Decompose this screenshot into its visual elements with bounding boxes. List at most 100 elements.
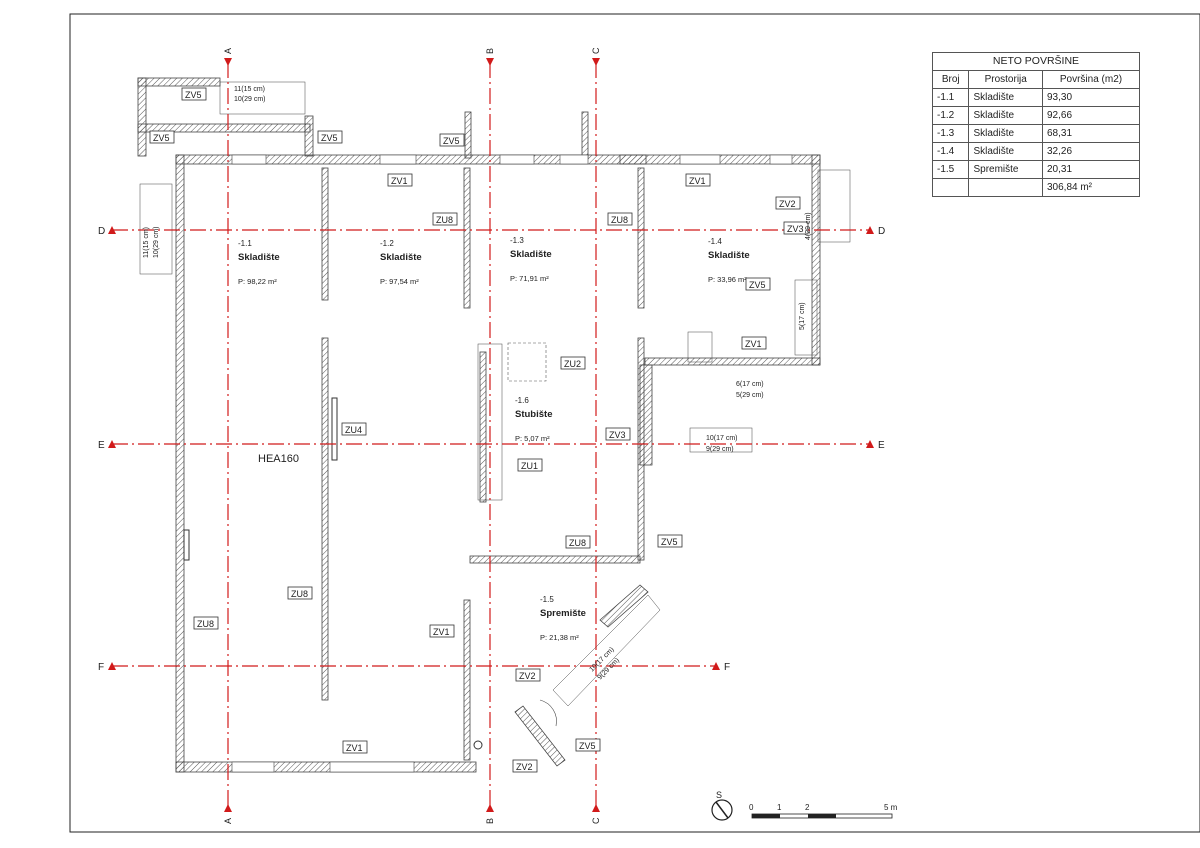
axis-label-a-bottom: A [223,818,233,824]
axis-label-a-top: A [223,48,233,54]
north-arrow: S [711,790,733,821]
tag-label: ZU2 [564,359,581,369]
axis-label-c-bottom: C [591,817,601,824]
axis-marker [866,440,874,448]
axis-label-e-left: E [98,440,105,451]
room-number: -1.3 [510,236,524,245]
tag-label: ZU8 [611,215,628,225]
stair-note: 11(15 cm) [143,227,150,258]
axis-marker [108,662,116,670]
tag-label: ZV5 [661,537,678,547]
windows [231,154,793,773]
tag-label: ZV1 [391,176,408,186]
tag-label: ZU8 [436,215,453,225]
wall-storage-top [469,555,641,564]
room-area: P: 71,91 m² [510,274,549,283]
axis-marker [224,58,232,66]
room-area: P: 5,07 m² [515,434,550,443]
scale-tick-1: 1 [777,803,782,812]
tag-label: ZV2 [516,762,533,772]
tag-zv3: ZV3 [605,427,631,441]
stair-small [687,331,713,363]
scale-tick-5: 5 m [884,803,898,812]
tag-zu4: ZU4 [341,422,367,436]
tag-label: ZU8 [569,538,586,548]
table-row: -1.3 Skladište 68,31 [931,124,1141,143]
wall-annex-left [137,77,147,157]
stair-note: 10(29 cm) [234,96,266,103]
table-row: -1.1 Skladište 93,30 [931,88,1141,107]
room-name: Stubište [515,409,552,420]
tag-zu8: ZU8 [565,535,591,549]
tag-label: ZV5 [579,741,596,751]
room-number: -1.1 [238,239,252,248]
stair-right-top [817,169,851,243]
axis-label-b-top: B [485,48,495,54]
stair-note: 4(29 cm) [805,212,812,240]
stair-west [139,183,173,275]
wall-annex-top [137,77,221,87]
table-header-prostorija: Prostorija [968,70,1043,89]
room-area: P: 33,96 m² [708,275,747,284]
room-name: Skladište [238,252,280,263]
room-name: Skladište [510,249,552,260]
sheet-border [69,13,1200,833]
wall-bottom-14 [644,357,821,366]
axis-marker [108,440,116,448]
table-title: NETO POVRŠINE [932,52,1140,71]
table-header-povrsina: Površina (m2) [1041,70,1141,89]
shaft-zu2 [507,342,547,382]
room-number: -1.5 [540,595,554,604]
tag-label: ZV5 [443,136,460,146]
tag-zv1: ZV1 [741,336,767,350]
beam-label: HEA160 [258,453,299,465]
table-header-broj: Broj [931,70,970,89]
wall-partition-14 [637,167,645,309]
tag-zv3: ZV3 [783,221,809,235]
axis-label-c-top: C [591,47,601,54]
wall-partition-12 [321,167,329,301]
wall-partition-12b [321,337,329,701]
tag-label: ZU8 [197,619,214,629]
axis-label-d-left: D [98,226,105,237]
net-area-table: NETO POVRŠINE Broj Prostorija Površina (… [931,52,1141,197]
table-row: -1.5 Spremište 20,31 [931,160,1141,179]
tag-zv2: ZV2 [512,759,538,773]
door-swing [539,699,557,727]
tag-label: ZV2 [519,671,536,681]
room-name: Spremište [540,608,586,619]
stair-note: 9(29 cm) [706,446,734,453]
room-area: P: 98,22 m² [238,277,277,286]
room-name: Skladište [708,250,750,261]
tag-zu2: ZU2 [560,356,586,370]
stair-diagonal [552,594,661,707]
tag-label: ZV3 [609,430,626,440]
tag-zv5: ZV5 [181,87,207,101]
stair-note: 5(29 cm) [736,392,764,399]
axis-label-f-right: F [724,662,730,673]
tag-zv5: ZV5 [575,738,601,752]
tag-label: ZV5 [321,133,338,143]
tag-label: ZV5 [153,133,170,143]
axis-marker [712,662,720,670]
stair-note: 6(17 cm) [736,381,764,388]
axis-marker [592,804,600,812]
axis-label-b-bottom: B [485,818,495,824]
tag-label: ZV1 [689,176,706,186]
tag-zv1: ZV1 [429,624,455,638]
axis-marker [224,804,232,812]
room-area: P: 97,54 m² [380,277,419,286]
tag-zu1: ZU1 [517,458,543,472]
scale-tick-0: 0 [749,803,754,812]
wall-outer-left [175,154,185,773]
tag-zv2: ZV2 [515,668,541,682]
scale-tick-2: 2 [805,803,810,812]
axis-marker [486,804,494,812]
tag-zv5: ZV5 [439,133,465,147]
wall-diagonal-a [599,584,649,628]
wall-stub-c [581,111,589,159]
